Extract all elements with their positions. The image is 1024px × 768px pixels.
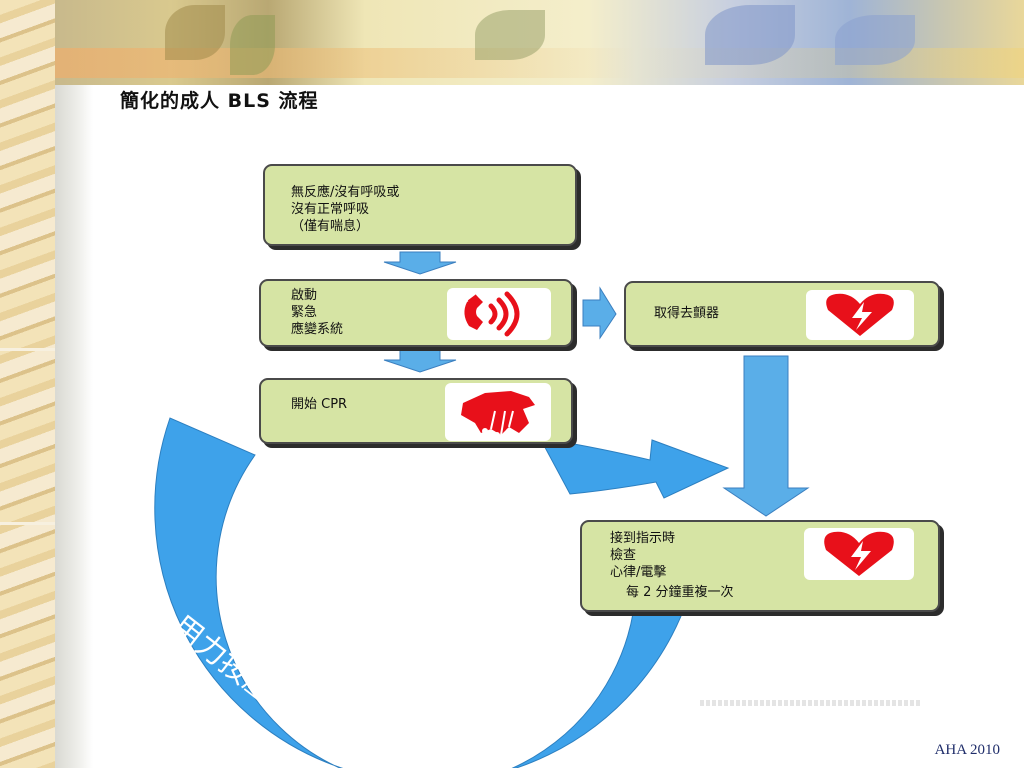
arrow-down-rhythm — [722, 355, 810, 517]
heart-lightning-icon — [806, 290, 914, 340]
step-check-rhythm-text: 接到指示時 檢查 心律/電擊 — [610, 531, 676, 580]
arrow-right-aed — [582, 286, 617, 340]
cycle-arrowhead — [539, 437, 730, 499]
step-start-cpr-box: 開始 CPR — [259, 378, 573, 444]
decorative-banner — [55, 0, 1024, 85]
step-repeat-note: 每 2 分鐘重複一次 — [626, 585, 734, 600]
push-hard-text: 用力按壓 — [165, 609, 281, 710]
step-activate-ems-text: 啟動 緊急 應變系統 — [291, 288, 344, 337]
step-get-aed-text: 取得去顫器 — [654, 306, 720, 321]
arrow-down-1 — [383, 251, 457, 275]
push-fast-text: 快速按壓 — [451, 611, 567, 712]
step-unresponsive-box: 無反應/沒有呼吸或 沒有正常呼吸 （僅有喘息） — [263, 164, 577, 246]
arrow-down-2 — [383, 349, 457, 373]
footer-source: AHA 2010 — [934, 742, 1000, 758]
step-start-cpr-text: 開始 CPR — [291, 397, 348, 412]
step-get-aed-box: 取得去顫器 — [624, 281, 940, 347]
left-texture-strip — [0, 0, 55, 768]
phone-icon — [447, 288, 551, 340]
step-check-rhythm-box: 接到指示時 檢查 心律/電擊 每 2 分鐘重複一次 — [580, 520, 940, 612]
heart-lightning-icon — [804, 528, 914, 580]
compression-hands-icon — [445, 383, 551, 441]
separator-dot: • — [396, 672, 413, 705]
copyright-watermark — [700, 700, 920, 706]
page-title: 簡化的成人 BLS 流程 — [120, 90, 319, 112]
slide-shadow-strip — [55, 85, 93, 768]
step-unresponsive-text: 無反應/沒有呼吸或 沒有正常呼吸 （僅有喘息） — [291, 185, 400, 234]
step-activate-ems-box: 啟動 緊急 應變系統 — [259, 279, 573, 347]
